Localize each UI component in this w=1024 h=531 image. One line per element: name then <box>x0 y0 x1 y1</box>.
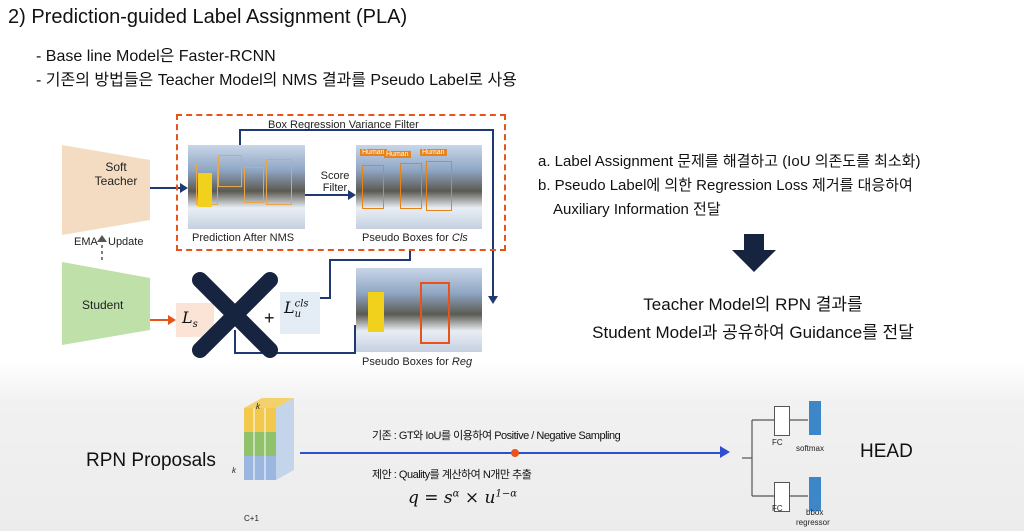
head-network <box>742 398 842 518</box>
softmax-block <box>809 401 821 435</box>
ls-term: Ls <box>182 308 198 330</box>
point-a: a. Label Assignment 문제를 해결하고 (IoU 의존도를 최… <box>538 150 920 171</box>
box-reg-filter-label: Box Regression Variance Filter <box>268 119 419 131</box>
quality-formula: q = sα × u1−α <box>408 488 517 508</box>
lu-term: Lclsu <box>284 298 301 320</box>
basis-text: 기존 : GT와 IoU를 이용하여 Positive / Negative S… <box>372 427 620 443</box>
flow-dot <box>511 449 519 457</box>
matrix-k-top: k <box>256 402 260 411</box>
update-label: Update <box>108 236 143 248</box>
pseudo-reg-image <box>356 268 482 352</box>
matrix-c1: C+1 <box>244 514 259 523</box>
ema-label: EMA <box>74 236 98 248</box>
regressor-label: regressor <box>796 518 830 527</box>
soft-teacher-block <box>62 145 150 235</box>
head-label: HEAD <box>860 441 913 463</box>
student-label: Student <box>82 298 123 312</box>
conclusion-line-2: Student Model과 공유하여 Guidance를 전달 <box>563 318 943 343</box>
pseudo-cls-image: Human Human Human <box>356 145 482 229</box>
bullet-baseline: - Base line Model은 Faster-RCNN <box>36 42 276 66</box>
proposal-matrix <box>236 398 302 503</box>
plus-sign: + <box>264 308 275 329</box>
bbox-label: bbox <box>806 508 823 517</box>
point-b: b. Pseudo Label에 의한 Regression Loss 제거를 … <box>538 174 913 195</box>
score-filter-label: Score Filter <box>313 170 357 194</box>
fc-block-top <box>774 406 790 436</box>
soft-teacher-label: Soft Teacher <box>86 160 146 188</box>
softmax-label: softmax <box>796 444 824 453</box>
pseudo-cls-caption: Pseudo Boxes for Cls <box>362 232 468 244</box>
bbox-block <box>809 477 821 511</box>
proposal-text: 제안 : Quality를 계산하여 N개만 추출 <box>372 466 531 482</box>
prediction-nms-image <box>188 145 305 229</box>
fc-label-bottom: FC <box>772 504 783 513</box>
bullet-existing-method: - 기존의 방법들은 Teacher Model의 NMS 결과를 Pseudo… <box>36 66 517 90</box>
flow-arrowhead <box>720 446 732 460</box>
down-arrow-icon <box>732 234 776 274</box>
point-b-cont: Auxiliary Information 전달 <box>553 198 721 219</box>
conclusion-line-1: Teacher Model의 RPN 결과를 <box>563 290 943 315</box>
matrix-k-left: k <box>232 466 236 475</box>
rpn-proposals-label: RPN Proposals <box>86 450 216 472</box>
prediction-nms-caption: Prediction After NMS <box>192 232 294 244</box>
fc-label-top: FC <box>772 438 783 447</box>
slide-title: 2) Prediction-guided Label Assignment (P… <box>8 6 407 29</box>
pseudo-reg-caption: Pseudo Boxes for Reg <box>362 356 472 368</box>
